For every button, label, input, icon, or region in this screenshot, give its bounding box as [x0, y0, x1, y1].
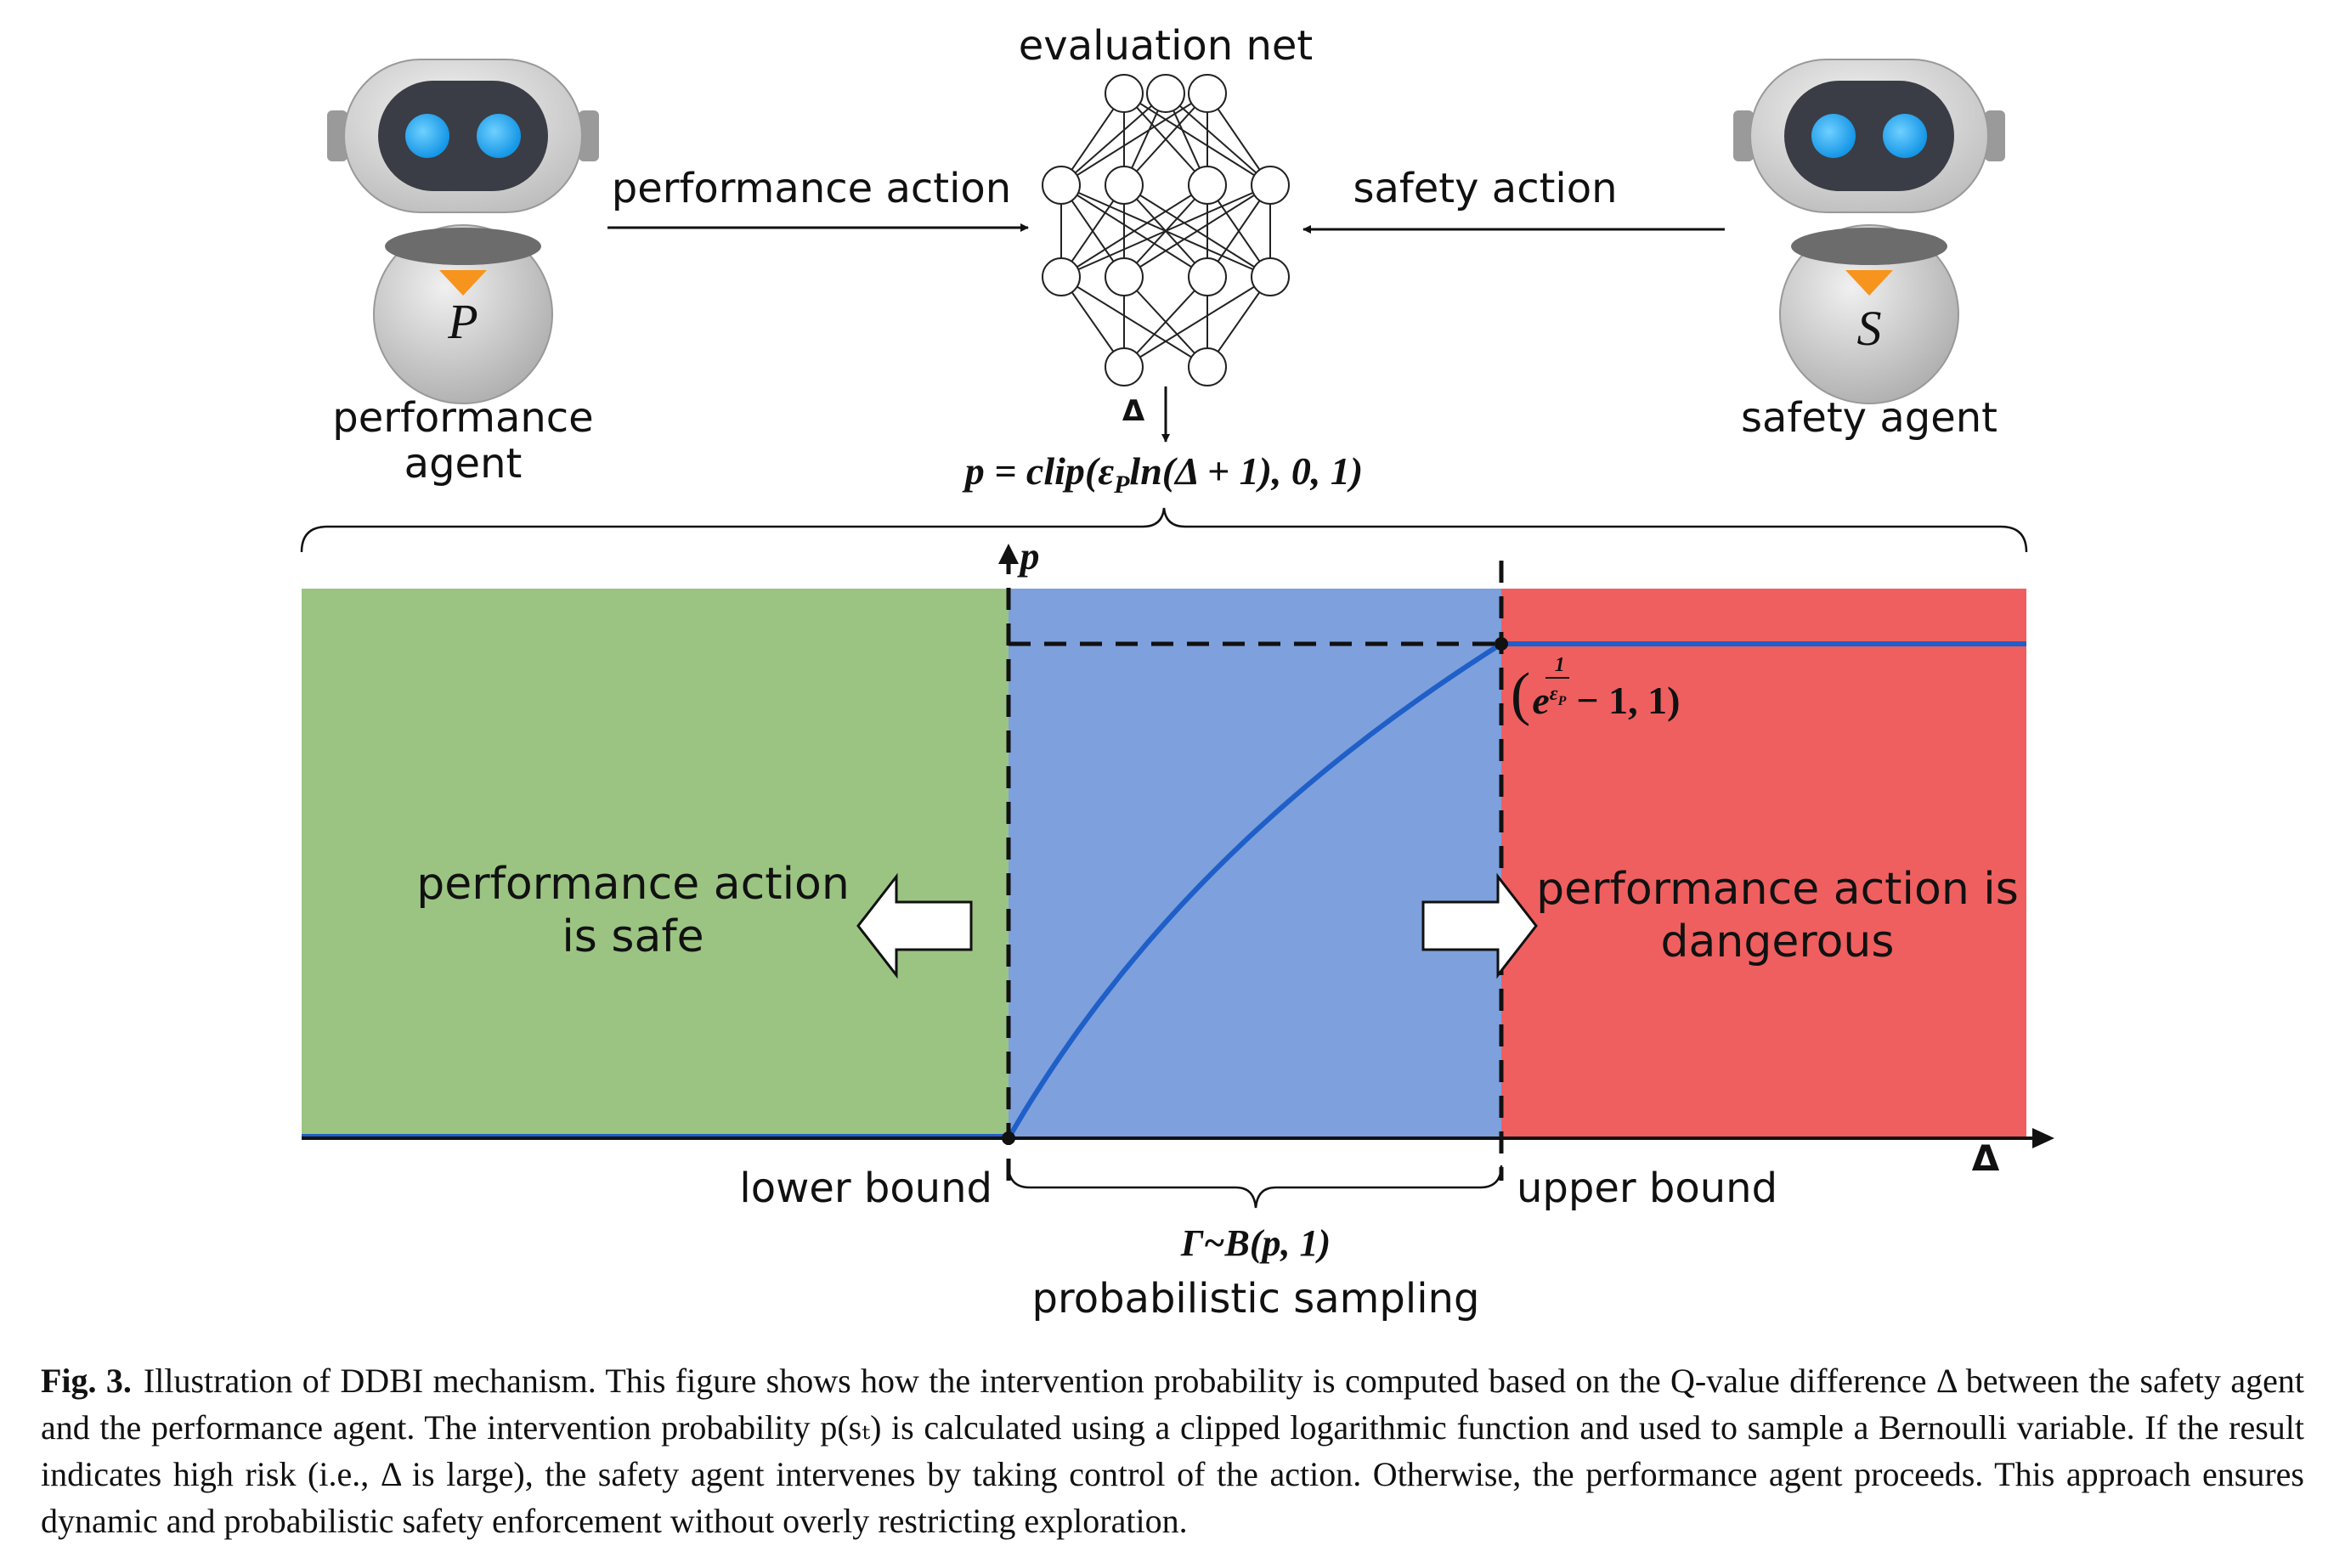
performance-agent-label-line2: agent — [404, 440, 523, 488]
network-node — [1105, 257, 1144, 296]
network-node — [1105, 74, 1144, 113]
upper-bound-label: upper bound — [1517, 1165, 1777, 1212]
network-node — [1188, 257, 1227, 296]
safe-region-text-line1: performance action — [416, 859, 850, 910]
caption-text: Illustration of DDBI mechanism. This fig… — [41, 1362, 2305, 1540]
delta-output-label: Δ — [1122, 394, 1145, 428]
top-brace — [300, 507, 2028, 553]
network-edge — [1060, 93, 1167, 186]
network-edge — [1123, 184, 1271, 278]
ddbi-diagram: P S performance agent safety agent evalu… — [300, 22, 2054, 1323]
danger-region — [1501, 589, 2026, 1138]
figure-caption: Fig. 3.Illustration of DDBI mechanism. T… — [41, 1357, 2304, 1544]
network-edge — [1123, 93, 1208, 186]
sampling-region — [1009, 589, 1501, 1138]
safe-region — [302, 589, 1009, 1138]
network-node — [1251, 166, 1290, 205]
right-hollow-arrow-icon — [1421, 872, 1538, 979]
performance-action-label: performance action — [612, 165, 1011, 212]
network-edge — [1123, 276, 1208, 368]
saturation-point — [1495, 637, 1508, 651]
x-axis-arrowhead — [2032, 1128, 2054, 1148]
network-node — [1188, 166, 1227, 205]
clip-formula: p = clip(εPln(Δ + 1), 0, 1) — [962, 449, 1364, 499]
probability-curve — [1006, 641, 1503, 1140]
network-node — [1105, 347, 1144, 386]
safety-action-label: safety action — [1353, 165, 1617, 212]
lower-bound-label: lower bound — [739, 1165, 992, 1212]
sampling-brace — [1007, 1165, 1503, 1209]
danger-region-text-line2: dangerous — [1661, 917, 1895, 967]
neural-network-icon — [1042, 74, 1290, 386]
safe-region-text-line2: is safe — [562, 911, 704, 962]
network-node — [1146, 74, 1185, 113]
evaluation-net-label: evaluation net — [1019, 22, 1314, 70]
network-edge — [1060, 276, 1208, 368]
performance-robot-icon — [327, 59, 599, 404]
y-axis-arrowhead — [998, 544, 1019, 564]
x-axis-label: Δ — [1972, 1137, 2000, 1179]
figure-number: Fig. 3. — [41, 1362, 132, 1400]
network-node — [1042, 166, 1081, 205]
safety-agent-label: safety agent — [1741, 394, 1997, 442]
network-edge — [1060, 184, 1208, 278]
network-node — [1188, 347, 1227, 386]
network-node — [1042, 257, 1081, 296]
network-edge — [1060, 184, 1271, 278]
network-edge — [1123, 276, 1271, 368]
network-node — [1188, 74, 1227, 113]
y-axis-label: p — [1017, 534, 1040, 578]
sampling-label: probabilistic sampling — [1032, 1275, 1480, 1323]
performance-agent-label: performance — [332, 394, 593, 442]
sampling-formula: Γ~B(p, 1) — [1180, 1222, 1331, 1264]
intervention-probability-chart — [302, 544, 2054, 1181]
safety-agent-letter: S — [1857, 301, 1882, 356]
network-node — [1251, 257, 1290, 296]
performance-agent-letter: P — [447, 294, 477, 349]
danger-region-text-line1: performance action is — [1536, 864, 2019, 915]
network-node — [1105, 166, 1144, 205]
left-hollow-arrow-icon — [856, 872, 973, 979]
lower-bound-point — [1002, 1131, 1015, 1145]
network-edge — [1060, 93, 1208, 186]
safety-robot-icon — [1733, 59, 2005, 404]
